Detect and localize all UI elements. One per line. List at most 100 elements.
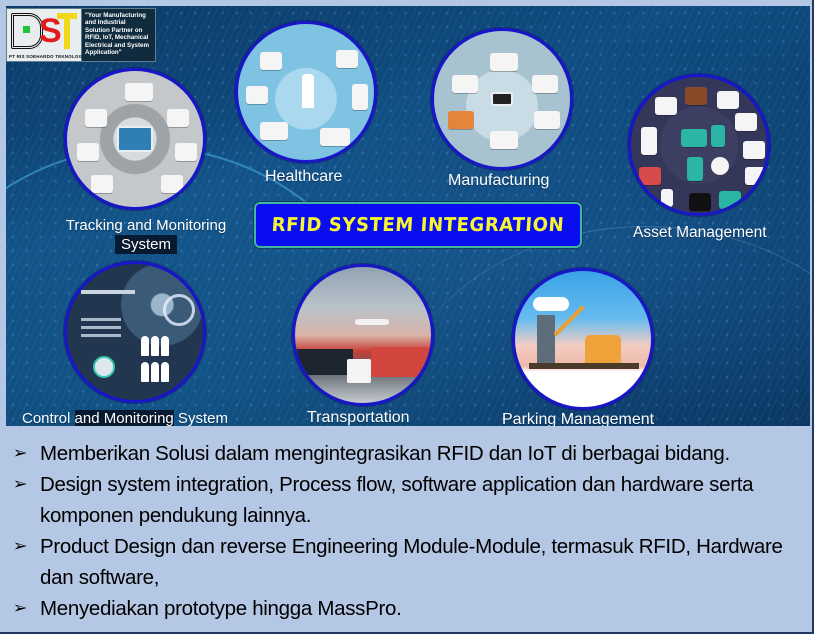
cloud-icon bbox=[533, 297, 569, 311]
stove-icon bbox=[745, 167, 767, 185]
parking-management-icon bbox=[512, 268, 654, 410]
bullet-item: ➢ Memberikan Solusi dalam mengintegrasik… bbox=[12, 438, 804, 469]
control-label-part-b: and Monitoring bbox=[74, 410, 174, 426]
tracking-monitoring-icon bbox=[64, 68, 206, 210]
pallet-icon bbox=[167, 109, 189, 127]
airplane-icon bbox=[355, 319, 389, 325]
forklift-icon bbox=[85, 109, 107, 127]
car-icon bbox=[639, 167, 661, 185]
company-logo: S PT RIS SOEHARDO TEKNOLOGI "Your Manufa… bbox=[6, 8, 156, 62]
robot-arm-icon bbox=[175, 143, 197, 161]
workstation-icon bbox=[532, 75, 558, 93]
people-icon bbox=[151, 336, 159, 356]
cabinet-icon bbox=[352, 84, 368, 110]
rst-logo-mark: S PT RIS SOEHARDO TEKNOLOGI bbox=[7, 9, 84, 61]
car-icon bbox=[585, 335, 621, 365]
bullet-text: Product Design dan reverse Engineering M… bbox=[40, 535, 783, 589]
doctor-icon bbox=[302, 74, 314, 108]
medical-bed-icon bbox=[260, 52, 282, 70]
bullet-text: Memberikan Solusi dalam mengintegrasikan… bbox=[40, 442, 730, 465]
hud-line-icon bbox=[81, 326, 121, 329]
people-icon bbox=[141, 362, 149, 382]
lamp-icon bbox=[661, 189, 673, 207]
fridge-icon bbox=[641, 127, 657, 155]
microwave-icon bbox=[717, 91, 739, 109]
xray-table-icon bbox=[320, 128, 350, 146]
asset-management-icon bbox=[628, 74, 770, 216]
control-monitoring-label: Control and Monitoring System bbox=[22, 410, 228, 426]
tablet-icon bbox=[687, 157, 703, 181]
laptop-icon bbox=[681, 129, 707, 147]
manufacturing-label: Manufacturing bbox=[448, 172, 550, 189]
chip-icon bbox=[491, 92, 513, 106]
title-text: RFID SYSTEM INTEGRATION bbox=[271, 214, 565, 236]
people-icon bbox=[141, 336, 149, 356]
transportation-label: Transportation bbox=[307, 409, 410, 426]
manufacturing-icon bbox=[431, 28, 573, 170]
tracking-label-line2: System bbox=[114, 235, 177, 254]
arrow-bullet-icon: ➢ bbox=[12, 600, 28, 617]
tracking-monitoring-label: Tracking and Monitoring System bbox=[51, 216, 241, 254]
arrow-bullet-icon: ➢ bbox=[12, 538, 28, 555]
control-label-part-c: System bbox=[173, 410, 228, 426]
monitor-icon bbox=[246, 86, 268, 104]
speaker-icon bbox=[685, 87, 707, 105]
worker-icon bbox=[91, 175, 113, 193]
road-curb-icon bbox=[529, 363, 639, 369]
gate-booth-icon bbox=[537, 315, 555, 365]
robot-icon bbox=[534, 111, 560, 129]
mri-scanner-icon bbox=[260, 122, 288, 140]
asset-management-label: Asset Management bbox=[633, 224, 767, 241]
conveyor-icon bbox=[161, 175, 183, 193]
dial-icon bbox=[93, 356, 115, 378]
team-icon bbox=[452, 75, 478, 93]
control-label-part-a: Control bbox=[22, 410, 75, 426]
bullet-item: ➢ Menyediakan prototype hingga MassPro. bbox=[12, 593, 804, 624]
services-bullet-list: ➢ Memberikan Solusi dalam mengintegrasik… bbox=[12, 438, 804, 624]
logo-r-shape bbox=[11, 13, 43, 49]
healthcare-label: Healthcare bbox=[265, 168, 343, 185]
logo-s-letter: S bbox=[39, 12, 62, 50]
air-conditioner-icon bbox=[735, 113, 757, 131]
logo-company-caption: PT RIS SOEHARDO TEKNOLOGI bbox=[9, 54, 84, 59]
logo-green-dot bbox=[23, 26, 30, 33]
people-icon bbox=[161, 362, 169, 382]
transportation-icon bbox=[292, 264, 434, 406]
tablet-app-icon bbox=[117, 126, 153, 152]
ship-icon bbox=[297, 349, 353, 375]
camera-icon bbox=[743, 141, 765, 159]
rfid-banner: S PT RIS SOEHARDO TEKNOLOGI "Your Manufa… bbox=[6, 6, 810, 426]
arrow-bullet-icon: ➢ bbox=[12, 445, 28, 462]
warehouse-icon bbox=[125, 83, 153, 101]
bullet-text: Design system integration, Process flow,… bbox=[40, 473, 754, 527]
station-icon bbox=[490, 53, 518, 71]
logo-t-shape bbox=[57, 13, 77, 49]
touch-ring-icon bbox=[163, 294, 195, 326]
truck-cab-icon bbox=[347, 359, 371, 383]
coffee-machine-icon bbox=[689, 193, 711, 211]
bullet-item: ➢ Product Design dan reverse Engineering… bbox=[12, 531, 804, 593]
arrow-bullet-icon: ➢ bbox=[12, 476, 28, 493]
smartwatch-icon bbox=[711, 157, 729, 175]
rfid-system-integration-title: RFID SYSTEM INTEGRATION bbox=[254, 202, 582, 248]
hud-bar-icon bbox=[81, 290, 135, 294]
bullet-text: Menyediakan prototype hingga MassPro. bbox=[40, 597, 402, 620]
people-icon bbox=[151, 362, 159, 382]
healthcare-icon bbox=[235, 21, 377, 163]
container-icon bbox=[371, 347, 431, 377]
logo-tagline: "Your Manufacturing and Industrial Solut… bbox=[85, 12, 149, 57]
truck-icon bbox=[448, 111, 474, 129]
control-monitoring-icon bbox=[64, 261, 206, 403]
tracking-label-line1: Tracking and Monitoring bbox=[65, 217, 227, 234]
cloud-icon bbox=[77, 143, 99, 161]
people-icon bbox=[161, 336, 169, 356]
server-icon bbox=[490, 131, 518, 149]
washing-machine-icon bbox=[655, 97, 677, 115]
hud-line-icon bbox=[81, 318, 121, 321]
bullet-item: ➢ Design system integration, Process flo… bbox=[12, 469, 804, 531]
parking-management-label: Parking Management bbox=[502, 411, 655, 426]
medical-console-icon bbox=[336, 50, 358, 68]
phone-icon bbox=[711, 125, 725, 147]
tv-icon bbox=[719, 191, 741, 209]
